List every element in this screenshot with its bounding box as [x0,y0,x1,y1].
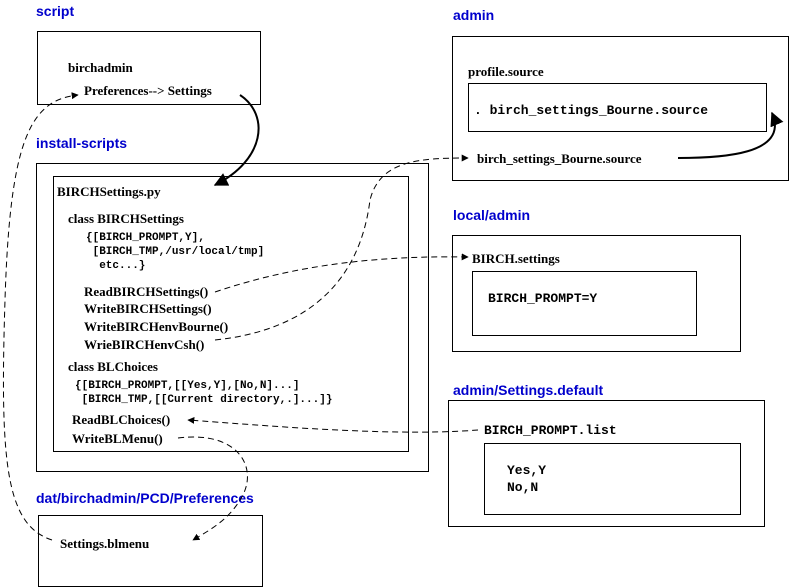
method-write-birchsettings: WriteBIRCHSettings() [84,301,212,316]
admin-settings-default-header: admin/Settings.default [453,382,604,398]
method-read-blchoices: ReadBLChoices() [72,412,171,427]
dat-preferences-header: dat/birchadmin/PCD/Preferences [36,490,254,506]
local-admin-header: local/admin [453,207,531,223]
method-write-blmenu: WriteBLMenu() [72,431,163,446]
preferences-box [38,515,263,587]
prompt-choice-no: No,N [507,480,539,495]
bourne-source-file: birch_settings_Bourne.source [477,151,642,166]
profile-source-label: profile.source [468,64,544,79]
method-read-birchsettings: ReadBIRCHSettings() [84,284,209,299]
admin-header: admin [453,7,495,23]
blchoices-data-line-2: [BIRCH_TMP,[[Current directory,.]...]} [75,394,333,406]
birch-prompt-list-content-box [484,443,741,515]
class-blchoices: class BLChoices [68,359,158,374]
prompt-choice-yes: Yes,Y [507,463,547,478]
class-birchsettings: class BIRCHSettings [68,211,184,226]
birchsettings-data-line-1: {[BIRCH_PROMPT,Y], [86,232,205,244]
script-header: script [36,3,75,19]
birchsettings-data-line-2: [BIRCH_TMP,/usr/local/tmp] [86,246,265,258]
settings-blmenu-file: Settings.blmenu [60,536,150,551]
install-scripts-header: install-scripts [36,135,128,151]
method-write-birchenv-bourne: WriteBIRCHenvBourne() [84,319,229,334]
preferences-settings-menu: Preferences--> Settings [84,83,212,98]
blchoices-data-line-1: {[BIRCH_PROMPT,[[Yes,Y],[No,N]...] [75,380,300,392]
birchsettings-data-line-3: etc...} [86,260,146,272]
birchadmin-label: birchadmin [68,60,133,75]
birchsettings-py-file: BIRCHSettings.py [57,184,161,199]
birch-settings-content-box [472,271,697,336]
method-write-birchenv-csh: WrieBIRCHenvCsh() [84,337,205,352]
birch-prompt-list-file: BIRCH_PROMPT.list [484,423,617,438]
profile-source-line: . birch_settings_Bourne.source [474,103,709,118]
birch-settings-file: BIRCH.settings [472,251,560,266]
birch-settings-content: BIRCH_PROMPT=Y [488,291,598,306]
